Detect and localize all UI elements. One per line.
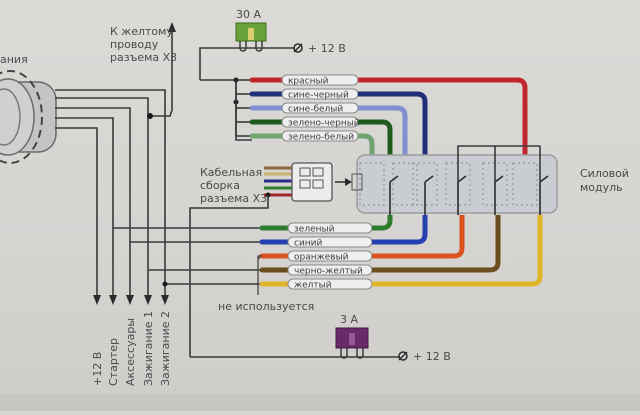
relay-switch-icon: [539, 175, 549, 215]
fuse-30a-supply: + 12 В: [308, 42, 346, 55]
junction-dot: [162, 281, 168, 287]
output-arrows: [93, 295, 169, 305]
relay-switch-icon: [389, 175, 399, 215]
output-label-2: Аксессуары: [124, 318, 137, 386]
arrow-down-icon: [144, 295, 152, 305]
arrow-down-icon: [93, 295, 101, 305]
bottom-wire-4: желтый: [165, 215, 543, 291]
output-label-3: Зажигание 1: [142, 311, 155, 386]
arrow-down-icon: [161, 295, 169, 305]
relay-switch-icon: [424, 175, 434, 215]
wire-label: зеленый: [294, 225, 335, 235]
arrow-down-icon: [109, 295, 117, 305]
relay-switch-icon: [494, 175, 504, 215]
wire-label: черно-желтый: [294, 267, 363, 277]
module-circuit: [512, 162, 538, 206]
wire-label: красный: [288, 77, 329, 87]
bottom-wire-group: зеленый синий оранжевый черно-желтый желтый: [113, 215, 543, 291]
junction-dot: [147, 113, 153, 119]
top-wire-1: сине-черный: [236, 88, 428, 180]
ignition-switch-label: ания: [0, 53, 28, 66]
bottom-wire-2: оранжевый: [259, 215, 465, 263]
ignition-switch-icon: [0, 70, 57, 164]
cable-assembly-label-line3: разъема X3: [200, 192, 267, 205]
top-wire-group: красный сине-черный сине-белый зелено-черны…: [235, 74, 528, 182]
fuse-30a-wire: [199, 47, 295, 80]
module-circuit: [392, 162, 418, 206]
cable-assembly-label-line2: сборка: [200, 179, 240, 192]
power-module-label-line1: Силовой: [580, 167, 629, 180]
wire-label: сине-белый: [288, 105, 343, 115]
page-edge: [0, 393, 640, 411]
output-label-0: +12 В: [91, 352, 104, 386]
top-wire-3: зелено-черный: [236, 116, 393, 180]
fuse-3a-wire: [189, 195, 269, 357]
arrow-up-icon: [168, 22, 176, 32]
cable-assembly-label-line1: Кабельная: [200, 166, 262, 179]
wire-label: зелено-черный: [288, 119, 360, 129]
wire-label: желтый: [294, 281, 332, 291]
top-wire-4: зелено-белый: [236, 130, 375, 180]
fuse-3a-icon: [335, 327, 369, 359]
connector-x3-icon: [291, 162, 333, 202]
arrow-right-icon: [345, 178, 352, 186]
fuse-30a-icon: [235, 22, 267, 52]
wire-label: синий: [294, 239, 323, 249]
fuse-3a-supply: + 12 В: [413, 350, 451, 363]
top-wire-0: красный: [236, 74, 528, 182]
module-socket-icon: [351, 173, 363, 191]
lower-switch-bus: [457, 145, 540, 198]
yellow-wire-note-line1: К желтому: [110, 25, 173, 38]
not-used-label: не используется: [218, 300, 314, 313]
bottom-wire-1: синий: [130, 215, 428, 249]
ignition-wires: [55, 30, 173, 300]
power-module-box: [356, 154, 558, 214]
output-label-1: Стартер: [107, 338, 120, 386]
yellow-wire-note-line2: проводу: [110, 38, 159, 51]
module-circuit: [412, 162, 438, 206]
not-used-leader: [257, 255, 262, 295]
fuse-3a-rating: 3 A: [340, 313, 358, 326]
fuse-30a-rating: 30 A: [236, 8, 261, 21]
wire-label: сине-черный: [288, 91, 349, 101]
bottom-wire-3: черно-желтый: [148, 215, 501, 277]
yellow-wire-note-line3: разъема X3: [110, 51, 177, 64]
wire-label: зелено-белый: [288, 133, 354, 143]
cable-assembly-wires: [264, 166, 292, 197]
bottom-wire-0: зеленый: [113, 215, 393, 235]
output-label-4: Зажигание 2: [159, 311, 172, 386]
terminal-icon: [398, 351, 408, 361]
power-module-label-line2: модуль: [580, 181, 623, 194]
wire-label: оранжевый: [294, 253, 349, 263]
terminal-icon: [293, 43, 303, 53]
module-circuit: [359, 162, 385, 206]
arrow-down-icon: [126, 295, 134, 305]
top-bus-wire: [200, 79, 252, 141]
